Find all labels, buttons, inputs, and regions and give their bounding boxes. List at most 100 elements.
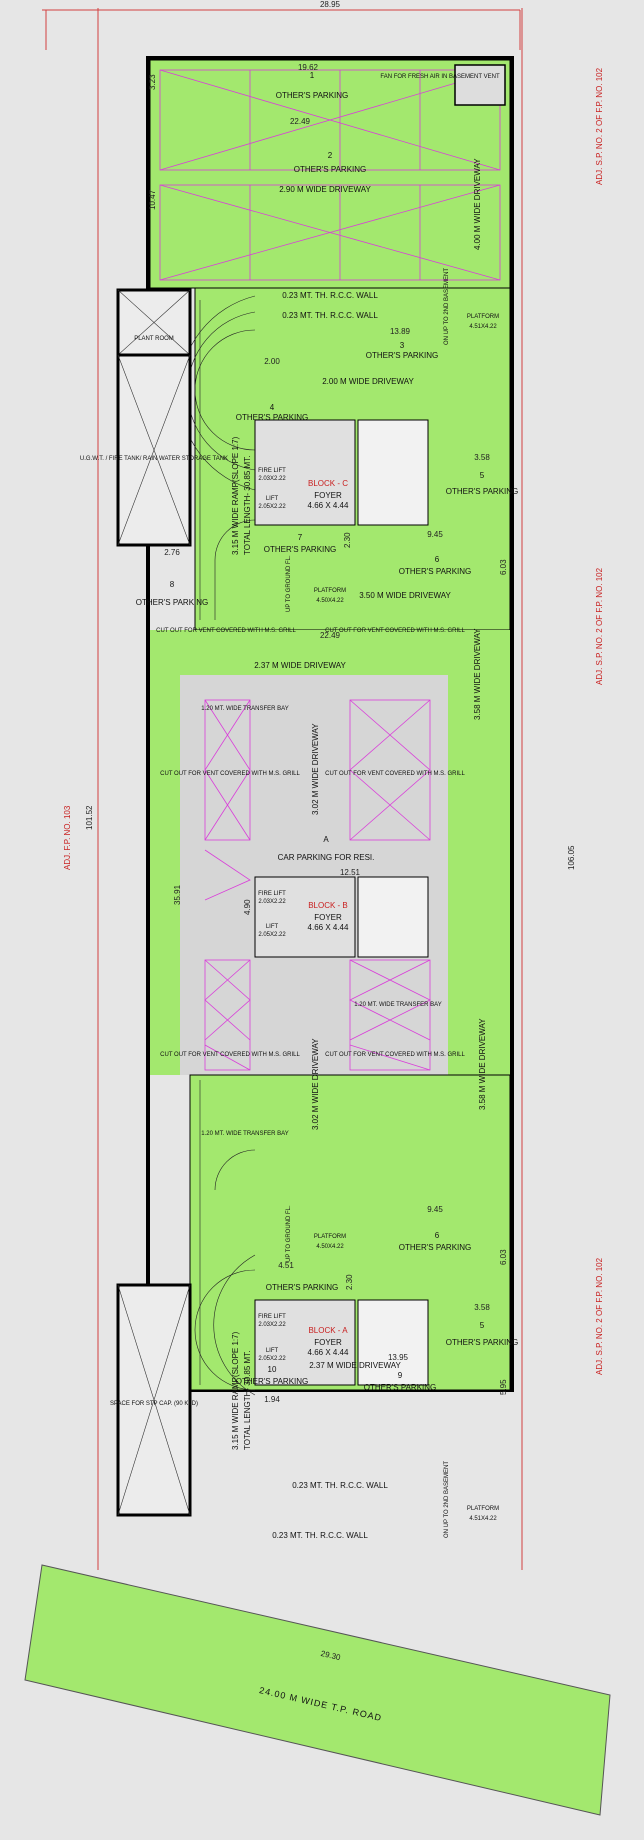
plant-room-cross xyxy=(117,289,191,356)
lift-b-size: 2.05X2.22 xyxy=(258,932,286,938)
platform-bottom-mid-label: PLATFORM xyxy=(314,1234,346,1240)
marker-3: 3 xyxy=(400,341,405,350)
rcc-wall-1: 0.23 MT. TH. R.C.C. WALL xyxy=(282,291,378,300)
cutout-2: CUT OUT FOR VENT COVERED WITH M.S. GRILL xyxy=(325,628,465,634)
platform-top-size: 4.51X4.22 xyxy=(469,324,497,330)
cutout-4: CUT OUT FOR VENT COVERED WITH M.S. GRILL xyxy=(325,771,465,777)
block-b-name: BLOCK - B xyxy=(308,901,348,910)
overall-width-label: 28.95 xyxy=(320,0,341,9)
dim-19-62: 19.62 xyxy=(298,63,319,72)
dim-3-23: 3.23 xyxy=(148,74,157,90)
dim-3-58-bottom: 3.58 xyxy=(474,1303,490,1312)
driveway-237-top: 2.37 M WIDE DRIVEWAY xyxy=(254,661,346,670)
left-length: 101.52 xyxy=(85,805,94,830)
ugwt-label: U.G.W.T. / FIRE TANK/ RAIN WATER STORAGE… xyxy=(80,456,228,462)
driveway-302-bottom: 3.02 M WIDE DRIVEWAY xyxy=(311,1038,320,1130)
marker-10: 10 xyxy=(268,1365,277,1374)
marker-7: 7 xyxy=(298,533,303,542)
lift-c: LIFT xyxy=(266,496,279,502)
dim-13-95: 13.95 xyxy=(388,1353,409,1362)
ugwt-cross xyxy=(117,354,191,546)
up-to-ground-bottom: UP TO GROUND FL. xyxy=(286,1205,292,1262)
platform-bottom-mid-size: 4.50X4.22 xyxy=(316,1244,344,1250)
parking-grid-top xyxy=(159,69,501,281)
rcc-wall-3: 0.23 MT. TH. R.C.C. WALL xyxy=(292,1481,388,1490)
others-parking-bottom-left: OTHER'S PARKING xyxy=(266,1283,339,1292)
up-to-ground-top: UP TO GROUND FL. xyxy=(286,555,292,612)
others-parking-9: OTHER'S PARKING xyxy=(364,1383,437,1392)
marker-6-top: 6 xyxy=(435,555,440,564)
driveway-400: 4.00 M WIDE DRIVEWAY xyxy=(473,158,482,250)
lift-a: LIFT xyxy=(266,1348,279,1354)
plot-boundary xyxy=(42,8,523,1570)
lift-b: LIFT xyxy=(266,924,279,930)
block-b-foyer: FOYER xyxy=(314,913,342,922)
others-parking-4: OTHER'S PARKING xyxy=(236,413,309,422)
up-to-2nd-bottom: ON UP TO 2ND BASEMENT xyxy=(444,1461,450,1538)
platform-mid-size: 4.50X4.22 xyxy=(316,598,344,604)
transfer-bay-2: 1.20 MT. WIDE TRANSFER BAY xyxy=(354,1002,441,1008)
dim-13-89: 13.89 xyxy=(390,327,411,336)
adj-right-bottom: ADJ. S.P. NO. 2 OF F.P. NO. 102 xyxy=(595,1257,604,1375)
block-c-size: 4.66 X 4.44 xyxy=(308,501,349,510)
others-parking-1: OTHER'S PARKING xyxy=(276,91,349,100)
ramp-bottom xyxy=(194,1080,256,1396)
ramp-length-top: TOTAL LENGTH- 30.85 MT. xyxy=(243,456,252,555)
cutout-1: CUT OUT FOR VENT COVERED WITH M.S. GRILL xyxy=(156,628,296,634)
dim-9-45-top: 9.45 xyxy=(427,530,443,539)
others-parking-6-top: OTHER'S PARKING xyxy=(399,567,472,576)
fan-vent-label: FAN FOR FRESH AIR IN BASEMENT VENT xyxy=(380,74,500,80)
road-strip xyxy=(24,1564,611,1816)
block-a-foyer: FOYER xyxy=(314,1338,342,1347)
cutout-5: CUT OUT FOR VENT COVERED WITH M.S. GRILL xyxy=(160,1052,300,1058)
dim-1-94: 1.94 xyxy=(264,1395,280,1404)
others-parking-2: OTHER'S PARKING xyxy=(294,165,367,174)
marker-5-top: 5 xyxy=(480,471,485,480)
dim-4-51: 4.51 xyxy=(278,1261,294,1270)
core-block-a xyxy=(254,1299,429,1386)
marker-8: 8 xyxy=(170,580,175,589)
dim-2-00: 2.00 xyxy=(264,357,280,366)
block-c-foyer: FOYER xyxy=(314,491,342,500)
basement-slab xyxy=(149,59,511,1391)
marker-4: 4 xyxy=(270,403,275,412)
adj-right-mid: ADJ. S.P. NO. 2 OF F.P. NO. 102 xyxy=(595,567,604,685)
others-parking-8: OTHER'S PARKING xyxy=(136,598,209,607)
driveway-350: 3.50 M WIDE DRIVEWAY xyxy=(359,591,451,600)
core-block-b xyxy=(254,876,429,958)
marker-9: 9 xyxy=(398,1371,403,1380)
driveway-358-top: 3.58 M WIDE DRIVEWAY xyxy=(473,628,482,720)
marker-6-bottom: 6 xyxy=(435,1231,440,1240)
transfer-bay-3: 1.20 MT. WIDE TRANSFER BAY xyxy=(201,1131,288,1137)
marker-5-bottom: 5 xyxy=(480,1321,485,1330)
adj-right-top: ADJ. S.P. NO. 2 OF F.P. NO. 102 xyxy=(595,67,604,185)
plant-room-label: PLANT ROOM xyxy=(134,336,174,342)
dim-2-76: 2.76 xyxy=(164,548,180,557)
ramp-label-top: 3.15 M WIDE RAMP(SLOPE 1:7) xyxy=(231,436,240,555)
fire-lift-a: FIRE LIFT xyxy=(258,1314,286,1320)
block-c-name: BLOCK - C xyxy=(308,479,348,488)
cutout-6: CUT OUT FOR VENT COVERED WITH M.S. GRILL xyxy=(325,1052,465,1058)
others-parking-5-top: OTHER'S PARKING xyxy=(446,487,519,496)
platform-bottom-label: PLATFORM xyxy=(467,1506,499,1512)
dim-4-90: 4.90 xyxy=(243,899,252,915)
stp-cross xyxy=(117,1284,191,1516)
platform-top-label: PLATFORM xyxy=(467,314,499,320)
block-a-name: BLOCK - A xyxy=(308,1326,348,1335)
block-a-size: 4.66 X 4.44 xyxy=(308,1348,349,1357)
marker-2: 2 xyxy=(328,151,333,160)
right-length: 106.05 xyxy=(567,845,576,870)
dim-35-91: 35.91 xyxy=(173,884,182,905)
driveway-237-bottom: 2.37 M WIDE DRIVEWAY xyxy=(309,1361,401,1370)
dim-12-51: 12.51 xyxy=(340,868,361,877)
others-parking-5-bottom: OTHER'S PARKING xyxy=(446,1338,519,1347)
others-parking-7: OTHER'S PARKING xyxy=(264,545,337,554)
fire-lift-b-size: 2.03X2.22 xyxy=(258,899,286,905)
others-parking-3: OTHER'S PARKING xyxy=(366,351,439,360)
ramp-label-bottom: 3.15 M WIDE RAMP(SLOPE 1:7) xyxy=(231,1331,240,1450)
adj-left: ADJ. F.P. NO. 103 xyxy=(63,805,72,870)
dim-10-47: 10.47 xyxy=(148,189,157,210)
driveway-358-bottom: 3.58 M WIDE DRIVEWAY xyxy=(478,1018,487,1110)
dim-9-45-bottom: 9.45 xyxy=(427,1205,443,1214)
others-parking-10: OTHER'S PARKING xyxy=(236,1377,309,1386)
